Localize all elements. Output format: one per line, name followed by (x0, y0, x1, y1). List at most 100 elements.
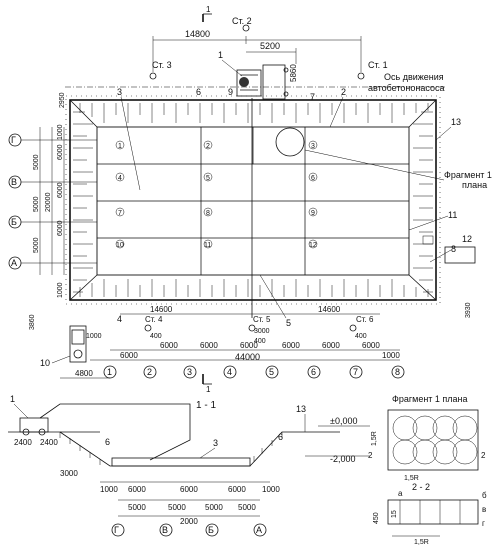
fragment-mark-2-right: 2 (481, 451, 486, 460)
level-top: ±0,000 (330, 416, 357, 426)
callout-2: 2 (341, 87, 346, 97)
section-callout-3: 3 (213, 438, 218, 448)
section-dim-6000-1: 6000 (128, 485, 146, 494)
dim-44000: 44000 (235, 352, 260, 362)
station-label-6: Ст. 6 (356, 315, 374, 324)
dim-6000-c3: 6000 (200, 341, 218, 350)
section-axes: Г В Б А (111, 523, 267, 537)
dim-6000-1: 6000 (57, 144, 64, 160)
plan-callouts: 3 6 9 7 2 13 11 8 4 5 (117, 87, 461, 328)
fragment-1-detail: Фрагмент 1 плана 1,5R 1,5R 2 2 2 - 2 а б… (368, 394, 487, 546)
axis-col-7: 7 (353, 367, 358, 377)
dim-1000-end: 1000 (382, 351, 400, 360)
zone-3: 3 (311, 143, 315, 150)
section-1-1: 1 - 1 1 2400 2400 6 3 6 13 ±0,000 -2,000… (8, 394, 370, 537)
section-mark-label: 1 (206, 5, 211, 14)
dim-6000-2: 6000 (57, 182, 64, 198)
fragment-dim-15r-h: 1,5R (404, 475, 419, 482)
dim-3860: 3860 (29, 314, 36, 330)
fragment-title: Фрагмент 1 плана (392, 394, 468, 404)
station-ст-1: Ст. 1 (357, 60, 388, 80)
section-callout-6a: 6 (105, 437, 110, 447)
station-ст-3: Ст. 3 (149, 60, 172, 80)
dim-400-2: 400 (254, 338, 266, 345)
dim-5860: 5860 (289, 64, 298, 82)
dim-6000-c7: 6000 (362, 341, 380, 350)
dim-6000-3: 6000 (57, 220, 64, 236)
section-callout-13: 13 (296, 404, 306, 414)
axis-col-2: 2 (147, 367, 152, 377)
station-label-1: Ст. 1 (368, 60, 388, 70)
ladder-symbol (422, 235, 434, 245)
fragment-label-a: а (398, 489, 403, 498)
dim-6000-c4: 6000 (240, 341, 258, 350)
zone-9: 9 (311, 210, 315, 217)
zone-2: 2 (206, 143, 210, 150)
section-axis-А: А (256, 525, 262, 535)
fragment-dim-15r-bottom: 1,5R (414, 539, 429, 546)
station-label-2: Ст. 2 (232, 16, 252, 26)
dim-14600-right: 14600 (318, 305, 341, 314)
zone-10: 10 (116, 242, 124, 249)
dim-14800-top: 14800 (185, 29, 210, 39)
dim-400-1: 400 (150, 333, 162, 340)
concreting-zones: 1 2 3 4 5 6 7 8 9 10 11 12 (96, 126, 410, 276)
axis-col-3: 3 (187, 367, 192, 377)
callout-1: 1 (218, 50, 223, 60)
dim-6000-c5: 6000 (282, 341, 300, 350)
callout-7: 7 (310, 92, 315, 102)
section-mark-bottom: 1 (202, 374, 212, 394)
zone-number-circles: 1 2 3 4 5 6 7 8 9 10 11 12 (115, 140, 318, 249)
zone-12: 12 (309, 242, 317, 249)
fragment-mark-2-left: 2 (368, 451, 373, 460)
dim-3000-bottom: 3000 (254, 328, 270, 335)
zone-6: 6 (311, 175, 315, 182)
dim-400-3: 400 (355, 333, 367, 340)
callout-3: 3 (117, 87, 122, 97)
zone-5: 5 (206, 175, 210, 182)
zone-4: 4 (118, 175, 122, 182)
fragment-label-2: плана (462, 180, 487, 190)
section-axis-Б: Б (208, 525, 214, 535)
axis-col-8: 8 (395, 367, 400, 377)
axis-col-6: 6 (311, 367, 316, 377)
fragment-marker (275, 127, 305, 157)
station-label-3: Ст. 3 (152, 60, 172, 70)
section-dim-6000-3: 6000 (228, 485, 246, 494)
station-label-5: Ст. 5 (253, 315, 271, 324)
dim-1000-bottom: 1000 (57, 282, 64, 298)
dim-6000-c1: 6000 (120, 351, 138, 360)
callout-10: 10 (40, 358, 50, 368)
axis-col-1: 1 (107, 367, 112, 377)
dim-2950: 2950 (59, 92, 66, 108)
bottom-dimensions: 6000 6000 6000 6000 6000 6000 6000 1000 … (90, 341, 400, 362)
left-dimensions: 5000 5000 5000 20000 6000 6000 6000 1000… (29, 124, 472, 330)
section-title: 1 - 1 (196, 400, 216, 411)
axis-Г: Г (11, 135, 16, 145)
callout-13: 13 (451, 117, 461, 127)
pump-axis-label-1: Ось движения (384, 72, 444, 82)
slope-hachures (73, 103, 433, 297)
dim-4800: 4800 (75, 369, 93, 378)
dim-2400-1: 2400 (14, 438, 32, 447)
section-axis-Г: Г (114, 525, 119, 535)
dim-1000-truck: 1000 (86, 333, 102, 340)
dim-6000-c6: 6000 (322, 341, 340, 350)
plan-view: 1 Ст. 2 Ст. 3 Ст. 1 14800 5200 5860 (8, 5, 492, 394)
pump-axis-label-2: автобетононасоса (368, 83, 444, 93)
bottom-stations: Ст. 4 Ст. 5 Ст. 6 14600 14600 400 3000 4… (120, 305, 380, 345)
dim-5000-3: 5000 (33, 237, 40, 253)
fragment-label-1: Фрагмент 1 (444, 170, 492, 180)
section-mark-top: 1 (202, 5, 212, 22)
dim-14600-left: 14600 (150, 305, 173, 314)
fragment-label-v: в (482, 505, 486, 514)
section-dim-3000: 3000 (60, 469, 78, 478)
section-axis-В: В (162, 525, 168, 535)
dim-5000-2: 5000 (33, 196, 40, 212)
section-callout-1: 1 (10, 394, 15, 404)
row-axes-left: Г В Б А (8, 133, 97, 270)
axis-А: А (11, 258, 17, 268)
level-bottom: -2,000 (330, 454, 356, 464)
fragment-dim-15r-v: 1,5R (371, 431, 378, 446)
section-dim-5000-3: 5000 (205, 503, 223, 512)
